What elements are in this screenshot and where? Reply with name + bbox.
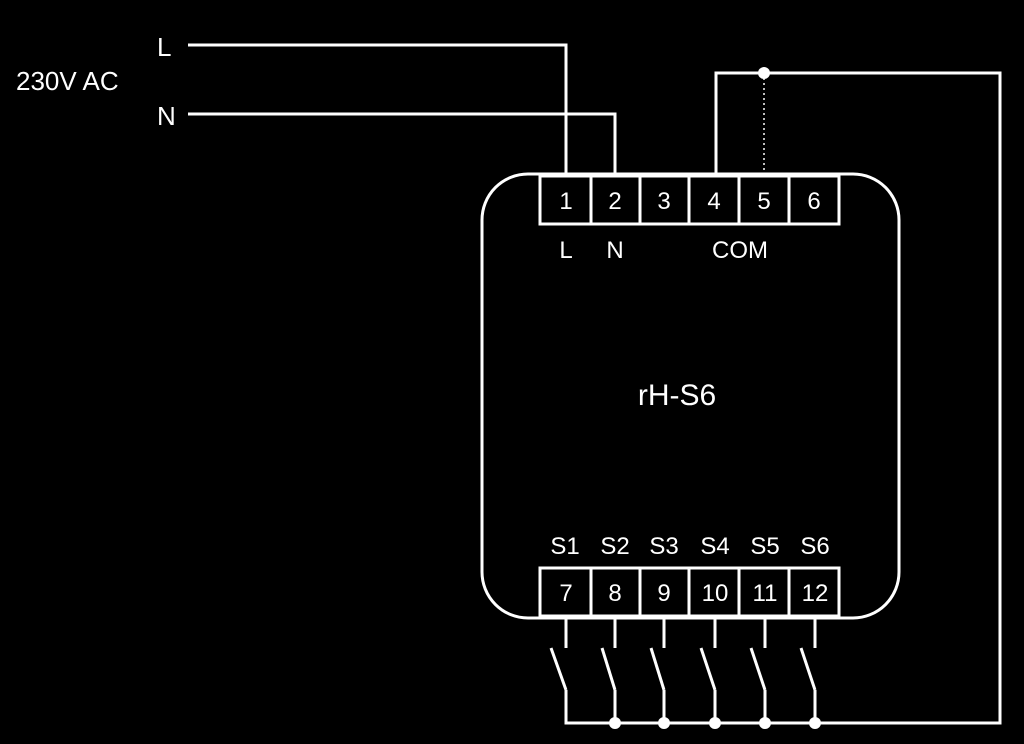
terminal-12-number: 12 <box>802 580 829 607</box>
terminal-l-label: L <box>559 237 572 264</box>
terminal-8-number: 8 <box>608 580 621 607</box>
switch-s4 <box>699 616 717 723</box>
junction-dot-s4 <box>709 717 721 729</box>
switch-s2 <box>600 616 617 723</box>
l-line-label: L <box>157 32 171 62</box>
wire-l <box>188 43 568 176</box>
switch-s6 <box>799 616 817 723</box>
terminal-11-number: 11 <box>753 580 778 607</box>
terminal-2-number: 2 <box>608 188 621 215</box>
switch-s5 <box>749 616 767 723</box>
terminal-com-label: COM <box>712 237 768 264</box>
device-body <box>480 172 901 620</box>
junction-dot-s2 <box>609 717 621 729</box>
switch-label-s1: S1 <box>550 533 579 560</box>
switch-label-s2: S2 <box>600 533 629 560</box>
terminal-5-number: 5 <box>757 188 770 215</box>
switch-label-s4: S4 <box>700 533 729 560</box>
terminal-3-number: 3 <box>657 188 670 215</box>
junction-dot-com <box>758 67 770 79</box>
switch-label-s3: S3 <box>649 533 678 560</box>
wire-com-loop <box>564 71 1002 725</box>
wire-n <box>188 112 617 176</box>
device-name: rH-S6 <box>638 379 716 412</box>
junction-dot-s6 <box>809 717 821 729</box>
terminal-1-number: 1 <box>559 188 572 215</box>
terminal-4-number: 4 <box>707 188 720 215</box>
terminal-9-number: 9 <box>657 580 670 607</box>
terminal-10-number: 10 <box>702 580 729 607</box>
n-line-label: N <box>157 101 176 131</box>
switch-s3 <box>649 616 666 723</box>
supply-label: 230V AC <box>16 66 119 96</box>
junction-dot-s3 <box>658 717 670 729</box>
switch-s1 <box>549 616 568 691</box>
terminal-6-number: 6 <box>807 188 820 215</box>
terminal-7-number: 7 <box>559 580 572 607</box>
switch-label-s6: S6 <box>800 533 829 560</box>
junction-dot-s5 <box>759 717 771 729</box>
terminal-n-label: N <box>606 237 623 264</box>
switch-label-s5: S5 <box>750 533 779 560</box>
